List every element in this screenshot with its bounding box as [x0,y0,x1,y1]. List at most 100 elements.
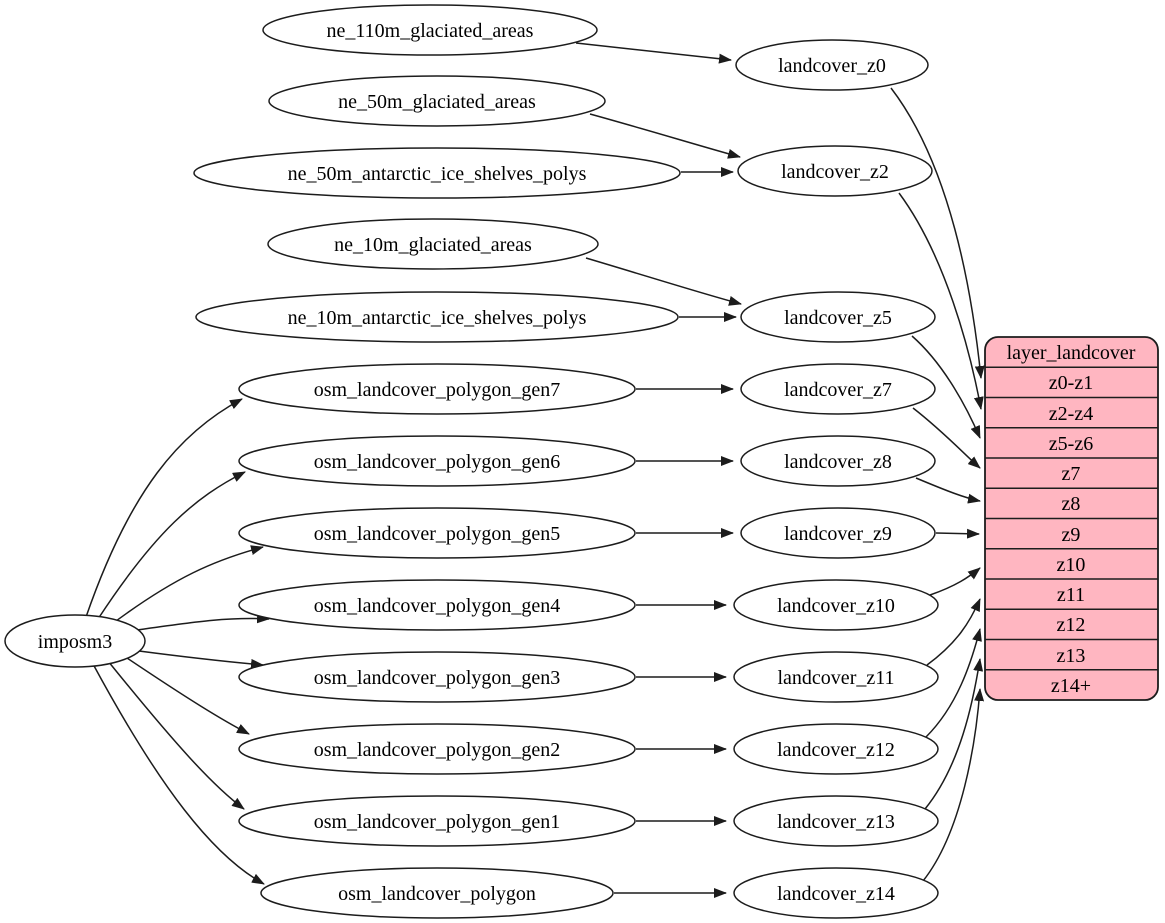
node-label: osm_landcover_polygon [338,883,536,905]
edges [85,42,985,898]
node-ellipse [735,39,929,91]
node-osm-landcover-polygon-gen1: osm_landcover_polygon_gen1 [238,795,636,847]
node-label: landcover_z8 [784,451,892,473]
edge-landcover-z7-to-row-z7 [912,407,981,469]
edge-imposm3-to-osm-landcover-polygon-gen4 [136,613,270,631]
edge-landcover-z0-to-row-z0-z1 [890,87,985,379]
node-label: landcover_z5 [784,307,892,329]
table-row-z0-z1: z0-z1 [1049,372,1093,394]
node-label: ne_50m_antarctic_ice_shelves_polys [288,163,587,185]
node-ellipse [740,507,936,559]
node-ellipse [733,867,939,919]
edge-landcover-z5-to-row-z5-z6 [911,335,981,439]
node-ellipse [740,435,936,487]
edge-landcover-z11-to-row-z11 [926,598,981,666]
node-ellipse [267,218,599,270]
edge-imposm3-to-osm-landcover-polygon-gen6 [97,471,246,620]
node-label: landcover_z13 [777,811,895,833]
node-ellipse [733,579,939,631]
edge-imposm3-to-osm-landcover-polygon-gen1 [107,660,245,810]
node-ellipse [740,363,936,415]
table-row-z2-z4: z2-z4 [1049,403,1093,425]
table-row-z5-z6: z5-z6 [1049,433,1093,455]
node-landcover-z9: landcover_z9 [740,507,936,559]
node-label: landcover_z2 [781,161,889,183]
node-label: landcover_z12 [777,739,895,761]
node-landcover-z10: landcover_z10 [733,579,939,631]
node-ne-50m-glaciated-areas: ne_50m_glaciated_areas [268,75,606,127]
node-label: osm_landcover_polygon_gen1 [314,811,561,833]
node-ellipse [238,651,636,703]
node-ellipse [268,75,606,127]
node-ne-110m-glaciated-areas: ne_110m_glaciated_areas [262,4,598,56]
edge-ne-10m-glaciated-areas-to-landcover-z5 [585,257,742,306]
table-layer-landcover: layer_landcover z0-z1 z2-z4 z5-z6 z7 z8 … [984,336,1159,701]
node-imposm3: imposm3 [4,614,146,668]
node-osm-landcover-polygon-gen3: osm_landcover_polygon_gen3 [238,651,636,703]
node-label: ne_10m_antarctic_ice_shelves_polys [288,307,587,329]
nodes: imposm3 ne_110m_glaciated_areas ne_50m_g… [4,4,939,919]
node-osm-landcover-polygon-gen2: osm_landcover_polygon_gen2 [238,723,636,775]
edge-imposm3-to-osm-landcover-polygon-gen3 [138,650,264,669]
node-osm-landcover-polygon-gen7: osm_landcover_polygon_gen7 [238,363,636,415]
node-landcover-z14: landcover_z14 [733,867,939,919]
edge-landcover-z14-to-row-z14plus [922,688,985,882]
node-label: osm_landcover_polygon_gen4 [314,595,561,617]
table-row-z7: z7 [1062,463,1081,485]
table-row-z10: z10 [1057,554,1086,576]
node-ellipse [238,579,636,631]
node-ellipse [740,291,936,343]
node-label: imposm3 [38,631,112,653]
node-ellipse [238,507,636,559]
node-landcover-z5: landcover_z5 [740,291,936,343]
node-ellipse [733,651,939,703]
node-ellipse [238,795,636,847]
edge-imposm3-to-osm-landcover-polygon [92,663,265,885]
edge-imposm3-to-osm-landcover-polygon-gen7 [85,398,243,618]
node-landcover-z7: landcover_z7 [740,363,936,415]
node-ellipse [737,145,933,197]
node-label: landcover_z10 [777,595,895,617]
node-landcover-z2: landcover_z2 [737,145,933,197]
node-landcover-z0: landcover_z0 [735,39,929,91]
table-row-z8: z8 [1062,493,1081,515]
node-ellipse [733,723,939,775]
node-label: landcover_z0 [778,55,886,77]
edge-landcover-z13-to-row-z13 [924,658,984,810]
node-label: landcover_z7 [784,379,892,401]
node-osm-landcover-polygon-gen4: osm_landcover_polygon_gen4 [238,579,636,631]
table-row-z13: z13 [1057,645,1086,667]
node-ellipse [260,867,614,919]
edge-landcover-z2-to-row-z2-z4 [898,192,984,410]
node-ellipse [238,723,636,775]
node-landcover-z11: landcover_z11 [733,651,939,703]
node-ne-10m-glaciated-areas: ne_10m_glaciated_areas [267,218,599,270]
node-label: osm_landcover_polygon_gen3 [314,667,561,689]
edge-landcover-z10-to-row-z10 [929,567,981,596]
node-ellipse [195,291,679,343]
node-landcover-z8: landcover_z8 [740,435,936,487]
edge-landcover-z8-to-row-z8 [915,477,981,504]
node-label: landcover_z11 [778,667,895,689]
node-osm-landcover-polygon-gen5: osm_landcover_polygon_gen5 [238,507,636,559]
node-ellipse [733,795,939,847]
edge-imposm3-to-osm-landcover-polygon-gen5 [111,545,264,625]
table-row-z12: z12 [1057,614,1086,636]
node-osm-landcover-polygon-gen6: osm_landcover_polygon_gen6 [238,435,636,487]
table-row-z14plus: z14+ [1051,675,1091,697]
node-label: osm_landcover_polygon_gen2 [314,739,561,761]
node-ellipse [4,614,146,668]
edge-ne-110m-glaciated-areas-to-landcover-z0 [575,42,732,64]
node-osm-landcover-polygon: osm_landcover_polygon [260,867,614,919]
edge-landcover-z12-to-row-z12 [925,628,982,738]
node-label: osm_landcover_polygon_gen7 [314,379,561,401]
table-row-z11: z11 [1057,584,1085,606]
node-label: ne_50m_glaciated_areas [338,91,536,113]
node-label: landcover_z9 [784,523,892,545]
node-ellipse [238,363,636,415]
node-landcover-z13: landcover_z13 [733,795,939,847]
node-landcover-z12: landcover_z12 [733,723,939,775]
node-ellipse [193,147,681,199]
